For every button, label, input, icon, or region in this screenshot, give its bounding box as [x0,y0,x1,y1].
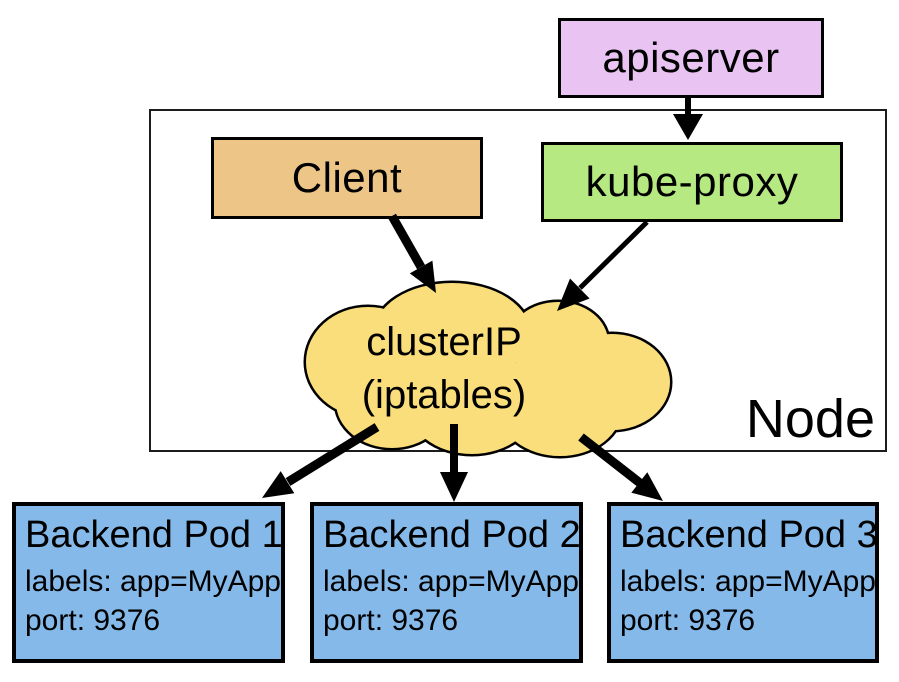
cluster-ip-line2: (iptables) [361,373,527,417]
backend-pod-2-box: Backend Pod 2 labels: app=MyApp port: 93… [310,502,583,663]
apiserver-label: apiserver [602,34,780,81]
client-box: Client [211,137,483,219]
backend-pod-2-title: Backend Pod 2 [323,514,581,556]
cluster-ip-label: clusterIP (iptables) [299,316,589,422]
backend-pod-3-box: Backend Pod 3 labels: app=MyApp port: 93… [607,502,879,663]
backend-pod-3-port: port: 9376 [620,604,756,637]
client-label: Client [291,154,403,201]
apiserver-box: apiserver [558,18,824,98]
backend-pod-3-title: Backend Pod 3 [620,514,878,556]
cluster-ip-line1: clusterIP [366,320,522,364]
backend-pod-1-title: Backend Pod 1 [25,514,283,556]
backend-pod-2-port: port: 9376 [323,604,459,637]
backend-pod-3-labels: labels: app=MyApp [620,565,876,598]
kube-proxy-box: kube-proxy [541,142,843,222]
backend-pod-1-labels: labels: app=MyApp [25,565,281,598]
kube-proxy-label: kube-proxy [585,158,799,205]
backend-pod-2-labels: labels: app=MyApp [323,565,579,598]
backend-pod-1-box: Backend Pod 1 labels: app=MyApp port: 93… [12,502,285,663]
node-label: Node [745,389,875,449]
backend-pod-1-port: port: 9376 [25,604,161,637]
